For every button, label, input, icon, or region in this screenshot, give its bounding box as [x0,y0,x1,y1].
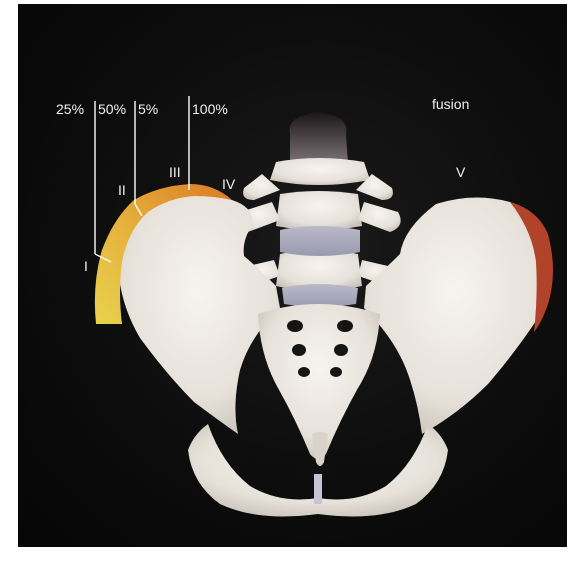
label-stage-IV: IV [222,176,235,192]
lumbar-spine [237,158,400,291]
left-ilium [118,195,280,434]
pubic-symphysis [314,474,322,504]
label-stage-V: V [456,164,465,180]
label-stage-II: II [118,182,126,198]
right-ilium [364,197,546,434]
pelvis-photo: 25% 50% 5% 100% I II III IV V fusion [18,4,567,547]
label-50-percent: 50% [98,101,126,117]
coccyx [312,432,328,466]
label-fusion: fusion [432,96,469,112]
label-stage-III: III [169,164,181,180]
pelvis-illustration [18,4,567,547]
label-25-percent: 25% [56,101,84,117]
lumbosacral-disc [282,284,358,307]
label-stage-I: I [84,258,88,274]
label-100-percent: 100% [192,101,228,117]
label-5-percent: 5% [138,101,158,117]
intervertebral-disc [280,226,360,256]
